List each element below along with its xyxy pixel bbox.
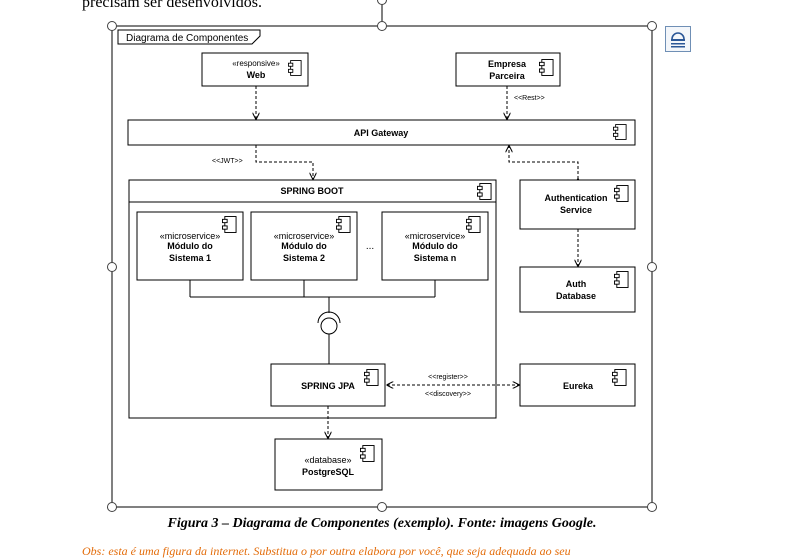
component-icon <box>539 59 554 76</box>
rest-label: <<Rest>> <box>514 95 545 102</box>
resize-handle-top-left[interactable] <box>107 21 117 31</box>
auth-db-line2: Database <box>556 291 596 301</box>
component-icon <box>477 183 492 200</box>
discovery-label: <<discovery>> <box>425 391 471 398</box>
resize-handle-right[interactable] <box>647 262 657 272</box>
modules-ellipsis: ... <box>366 241 374 252</box>
module-1-stereotype: «microservice» <box>160 231 221 241</box>
component-icon <box>288 60 302 76</box>
module-system-1[interactable]: «microservice» Módulo do Sistema 1 <box>136 211 244 281</box>
component-icon <box>612 369 627 386</box>
component-icon <box>614 271 629 288</box>
component-icon <box>360 445 375 462</box>
web-label: Web <box>247 70 266 80</box>
component-icon <box>336 216 351 233</box>
layout-options-icon <box>671 32 685 48</box>
postgres-component[interactable]: «database» PostgreSQL <box>274 438 383 491</box>
resize-handle-top-right[interactable] <box>647 21 657 31</box>
component-icon <box>614 185 629 202</box>
module-connector <box>189 280 436 364</box>
resize-handle-top[interactable] <box>377 21 387 31</box>
resize-handle-bottom-left[interactable] <box>107 502 117 512</box>
resize-handle-bottom-right[interactable] <box>647 502 657 512</box>
auth-db-line1: Auth <box>566 279 587 289</box>
resize-handle-left[interactable] <box>107 262 117 272</box>
web-stereotype: «responsive» <box>232 59 280 68</box>
figure-caption: Figura 3 – Diagrama de Componentes (exem… <box>167 516 597 531</box>
frame-label: Diagrama de Componentes <box>126 33 248 44</box>
partner-label-line2: Parceira <box>489 71 526 81</box>
resize-handle-bottom[interactable] <box>377 502 387 512</box>
module-2-line2: Sistema 2 <box>283 253 325 263</box>
spring-jpa-component[interactable]: SPRING JPA <box>270 363 386 407</box>
frame-label-tab <box>117 29 261 45</box>
component-icon <box>466 216 481 233</box>
layout-options-button[interactable] <box>665 26 691 52</box>
postgres-stereotype: «database» <box>304 455 351 465</box>
api-gateway-label: API Gateway <box>354 128 409 138</box>
required-interface-socket <box>317 311 341 324</box>
document-text-above: precisam ser desenvolvidos. <box>82 0 262 11</box>
spring-boot-label: SPRING BOOT <box>280 186 344 196</box>
module-n-line2: Sistema n <box>414 253 457 263</box>
component-icon <box>222 216 237 233</box>
api-gateway-component[interactable]: API Gateway <box>127 119 636 146</box>
rotate-handle[interactable] <box>377 0 387 5</box>
eureka-label: Eureka <box>563 381 594 391</box>
postgres-label: PostgreSQL <box>302 467 355 477</box>
jwt-label: <<JWT>> <box>212 158 243 165</box>
auth-service-line2: Service <box>560 205 592 215</box>
module-1-line1: Módulo do <box>167 241 213 251</box>
spring-jpa-label: SPRING JPA <box>301 381 355 391</box>
jwt-arrow <box>255 145 313 179</box>
module-1-line2: Sistema 1 <box>169 253 211 263</box>
module-system-n[interactable]: «microservice» Módulo do Sistema n <box>381 211 489 281</box>
partner-component[interactable]: Empresa Parceira <box>455 52 561 87</box>
auth-service-component[interactable]: Authentication Service <box>519 179 636 230</box>
register-label: <<register>> <box>428 374 468 381</box>
module-n-line1: Módulo do <box>412 241 458 251</box>
figure-note: Obs: esta é uma figura da internet. Subs… <box>82 544 571 558</box>
module-n-stereotype: «microservice» <box>405 231 466 241</box>
module-2-line1: Módulo do <box>281 241 327 251</box>
auth-service-line1: Authentication <box>545 193 608 203</box>
component-icon <box>364 369 379 386</box>
partner-label-line1: Empresa <box>488 59 527 69</box>
module-2-stereotype: «microservice» <box>274 231 335 241</box>
gateway-auth-arrow <box>509 146 578 179</box>
module-system-2[interactable]: «microservice» Módulo do Sistema 2 <box>250 211 358 281</box>
component-icon <box>613 124 627 140</box>
eureka-component[interactable]: Eureka <box>519 363 636 407</box>
provided-interface-lollipop <box>320 317 338 335</box>
auth-database-component[interactable]: Auth Database <box>519 266 636 313</box>
web-component[interactable]: «responsive» Web <box>201 52 309 87</box>
